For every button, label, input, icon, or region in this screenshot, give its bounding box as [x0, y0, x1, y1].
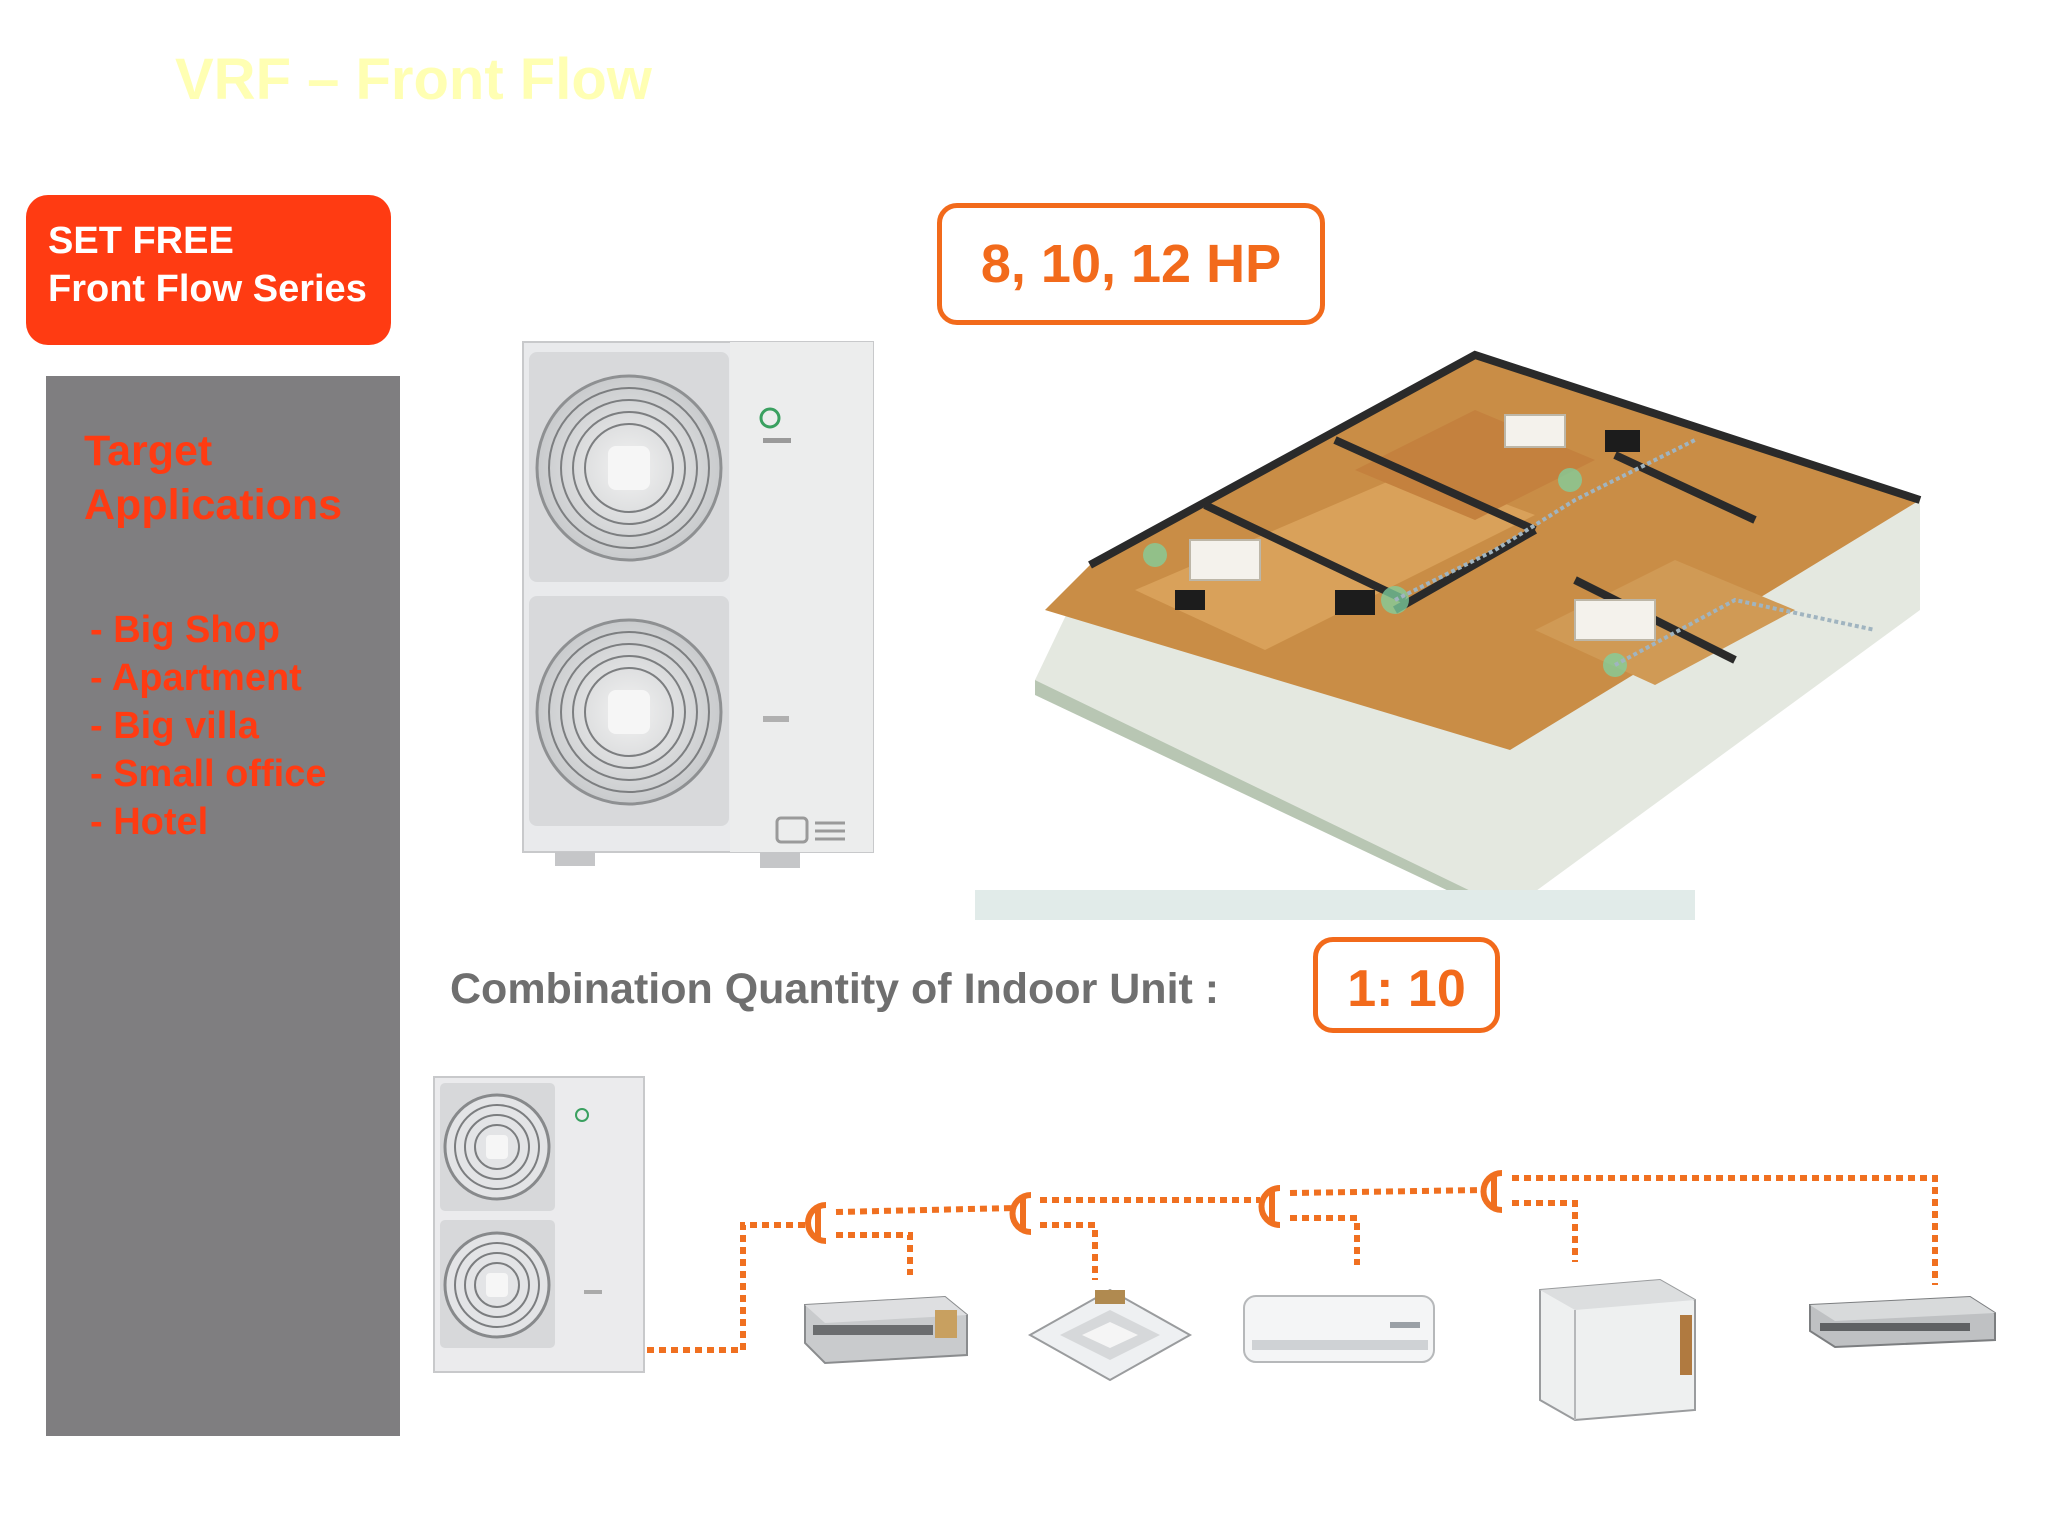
- list-item: - Apartment: [90, 657, 302, 699]
- list-item: - Hotel: [90, 801, 209, 843]
- heading-line1: Target: [84, 427, 213, 475]
- combination-label: Combination Quantity of Indoor Unit :: [450, 965, 1220, 1013]
- series-badge-line1: SET FREE: [48, 220, 234, 262]
- outdoor-unit-image: [522, 341, 874, 868]
- target-applications-panel: Target Applications - Big Shop - Apartme…: [46, 376, 400, 1436]
- list-item: - Big Shop: [90, 609, 280, 651]
- indoor-unit-ducted-image: [804, 1295, 968, 1365]
- fan-top: [529, 352, 729, 582]
- logo-icon: [759, 407, 781, 429]
- fan-bottom: [529, 596, 729, 826]
- list-item: - Small office: [90, 753, 327, 795]
- branch-joint-icons: [805, 1170, 1503, 1244]
- indoor-unit-floor-concealed-image: [1539, 1278, 1696, 1422]
- indoor-unit-cassette-image: [1027, 1288, 1193, 1382]
- capacity-box: 8, 10, 12 HP: [937, 203, 1325, 325]
- logo-icon: [575, 1108, 589, 1122]
- page-title: VRF – Front Flow: [175, 47, 652, 112]
- series-badge-line2: Front Flow Series: [48, 268, 367, 310]
- target-applications-heading: Target Applications: [84, 424, 342, 532]
- indoor-unit-wall-mounted-image: [1243, 1295, 1435, 1363]
- applications-list: - Big Shop - Apartment - Big villa - Sma…: [90, 606, 327, 846]
- list-item: - Big villa: [90, 705, 259, 747]
- outdoor-unit-small-image: [433, 1076, 645, 1373]
- series-badge: SET FREE Front Flow Series: [26, 195, 391, 345]
- indoor-unit-slim-duct-image: [1809, 1295, 1996, 1349]
- apartment-floorplan-image: [975, 350, 1922, 920]
- heading-line2: Applications: [84, 481, 343, 529]
- combination-ratio-box: 1: 10: [1313, 937, 1500, 1033]
